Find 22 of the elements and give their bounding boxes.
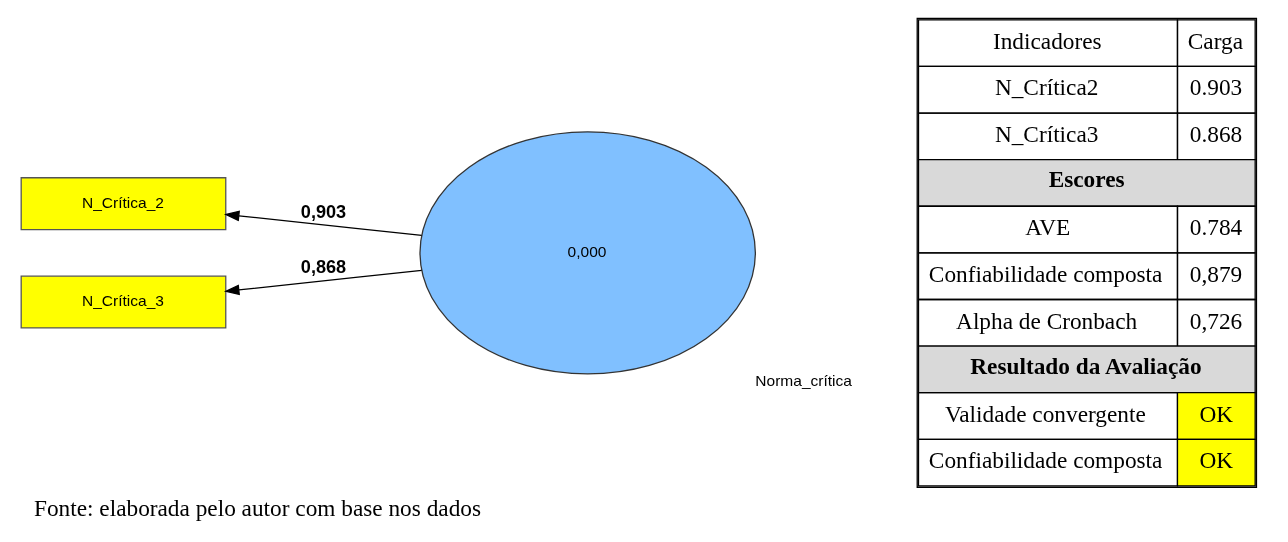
label: Confiabilidade composta [928, 260, 1163, 287]
label: 0.868 [1189, 121, 1243, 148]
label: Validade convergente [945, 400, 1146, 427]
node-label: Norma_crítica [755, 372, 852, 390]
label: Alpha de Cronbach [956, 307, 1138, 334]
label: 0,879 [1189, 260, 1243, 287]
edge-label: 0,903 [300, 202, 347, 223]
label: Escores [1048, 166, 1125, 193]
label: OK [1199, 400, 1234, 427]
label: OK [1199, 447, 1234, 474]
label: 0,726 [1189, 307, 1243, 334]
label: Indicadores [992, 27, 1102, 54]
label: Confiabilidade composta [928, 447, 1163, 474]
label: AVE [1025, 214, 1071, 241]
label: 0.784 [1189, 214, 1243, 241]
edge-label: 0,868 [300, 256, 347, 277]
label: Resultado da Avaliação [970, 352, 1202, 379]
label: Carga [1187, 27, 1244, 54]
label: N_Crítica2 [994, 74, 1099, 101]
label: 0.903 [1189, 74, 1243, 101]
label: N_Crítica3 [994, 121, 1099, 148]
caption: Fonte: elaborada pelo autor com base nos dados [33, 495, 482, 522]
